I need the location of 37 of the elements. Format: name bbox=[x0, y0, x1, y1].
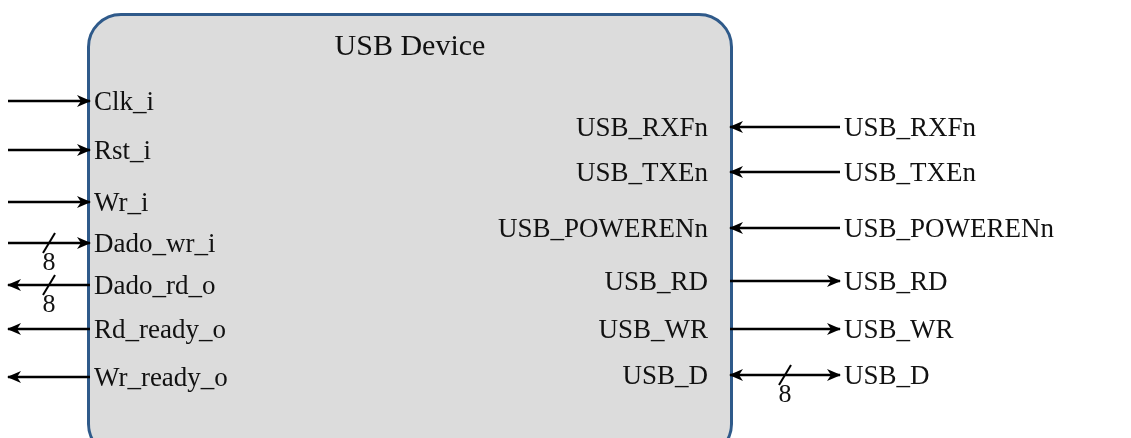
edge-label: 8 bbox=[42, 249, 56, 275]
edge-label: 8 bbox=[778, 381, 792, 407]
port-label: USB_RD bbox=[604, 266, 708, 296]
arrow bbox=[730, 323, 841, 335]
port-label: Dado_rd_o bbox=[94, 270, 216, 300]
arrow bbox=[8, 196, 91, 208]
port-label: USB_POWERENn bbox=[844, 213, 1054, 243]
arrow bbox=[729, 166, 840, 178]
port-label: Wr_ready_o bbox=[94, 362, 228, 392]
arrow bbox=[7, 279, 90, 291]
port-label: USB_WR bbox=[844, 314, 954, 344]
port-label: USB_TXEn bbox=[576, 157, 708, 187]
edge-label: 8 bbox=[42, 291, 56, 317]
port-label: USB_WR bbox=[598, 314, 708, 344]
port-label: Dado_wr_i bbox=[94, 228, 216, 258]
arrow bbox=[8, 144, 91, 156]
arrow bbox=[729, 121, 840, 133]
port-label: USB_D bbox=[622, 360, 708, 390]
port-label: Rst_i bbox=[94, 135, 152, 165]
arrow bbox=[7, 323, 90, 335]
arrow bbox=[729, 369, 841, 381]
port-label: Wr_i bbox=[94, 187, 149, 217]
device-block bbox=[87, 13, 733, 438]
arrow bbox=[729, 222, 840, 234]
port-label: USB_POWERENn bbox=[498, 213, 708, 243]
port-label: USB_RD bbox=[844, 266, 948, 296]
arrow bbox=[730, 275, 841, 287]
arrow bbox=[7, 371, 90, 383]
port-label: USB_TXEn bbox=[844, 157, 976, 187]
port-label: Clk_i bbox=[94, 86, 154, 116]
port-label: USB_RXFn bbox=[844, 112, 977, 142]
arrow bbox=[8, 237, 91, 249]
port-label: Rd_ready_o bbox=[94, 314, 226, 344]
port-label: USB_RXFn bbox=[575, 112, 708, 142]
arrow bbox=[8, 95, 91, 107]
block-title: USB Device bbox=[333, 28, 487, 62]
port-label: USB_D bbox=[844, 360, 930, 390]
